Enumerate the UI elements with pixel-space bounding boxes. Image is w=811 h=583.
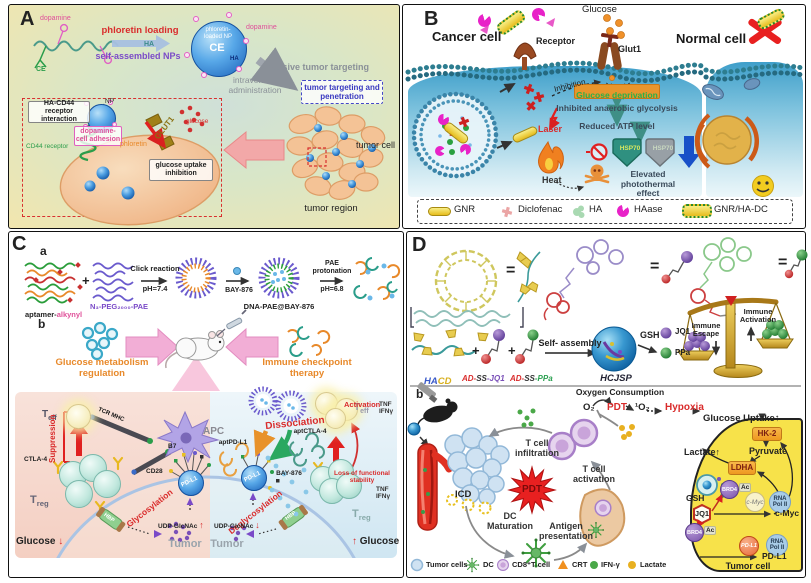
glucose-uptake-box: glucose uptake inhibition (149, 159, 213, 181)
rna-pol-label: RNA Pol II (769, 538, 785, 551)
glucose-deprivation-label: Glucose deprivation (576, 90, 658, 100)
glucose-deprivation-box: Glucose deprivation (574, 84, 660, 100)
rna-pol-circle: RNA Pol II (769, 491, 791, 513)
dopamine-dot (243, 38, 249, 44)
treg-cell (65, 480, 93, 508)
ldha-badge: LDHA (728, 461, 756, 475)
treg-cell (336, 473, 362, 499)
dopamine-dot (193, 16, 199, 22)
rna-pol-circle-2: RNA Pol II (766, 534, 788, 556)
teff-cell (325, 408, 346, 429)
pdl1-label: PD-L1 (741, 543, 757, 549)
rna-pol-label: RNA Pol II (772, 495, 788, 508)
dopamine-dot (184, 52, 190, 58)
tumor-targeting-label: tumor targeting and penetration (304, 82, 380, 101)
activation-side (210, 392, 397, 558)
brd4-label: BRD4 (687, 529, 702, 536)
dopamine-dot (226, 12, 232, 18)
legend-gnrhadc-icon (682, 204, 712, 218)
pdl1-sphere-left (178, 470, 204, 496)
brd4-label: BRD4 (722, 486, 737, 493)
ha-cd44-box: HA-CD44 receptor interaction (28, 99, 90, 124)
dopamine-dot (236, 66, 242, 72)
normal-cell-interior (706, 62, 803, 197)
ldha-label: LDHA (730, 463, 754, 472)
brd4-circle-2: BRD4 (685, 523, 704, 542)
dopamine-adhesion-label: dopamine- cell adhesion (75, 127, 121, 143)
hk2-label: HK-2 (757, 429, 777, 438)
brd4-circle: BRD4 (720, 480, 739, 499)
dopamine-dot (108, 100, 113, 105)
legend-gnr-icon (428, 207, 451, 216)
dopamine-adhesion-box: dopamine- cell adhesion (74, 126, 122, 146)
cmyc-circle: c-Myc (745, 492, 765, 512)
legend-box (417, 199, 793, 224)
cmyc-label: c-Myc (746, 498, 764, 506)
teff-cell (66, 404, 91, 429)
glucose-uptake-label: glucose uptake inhibition (155, 161, 207, 177)
haase-pacman (435, 146, 445, 156)
treg-cell (93, 470, 121, 498)
ha-cd44-label: HA-CD44 receptor interaction (41, 99, 77, 124)
tumor-targeting-box: tumor targeting and penetration (301, 80, 383, 104)
hk2-badge: HK-2 (752, 427, 782, 441)
pdl1-circle: PD-L1 (739, 536, 759, 556)
dopamine-dot (201, 72, 207, 78)
pdl1-sphere-right (241, 465, 267, 491)
